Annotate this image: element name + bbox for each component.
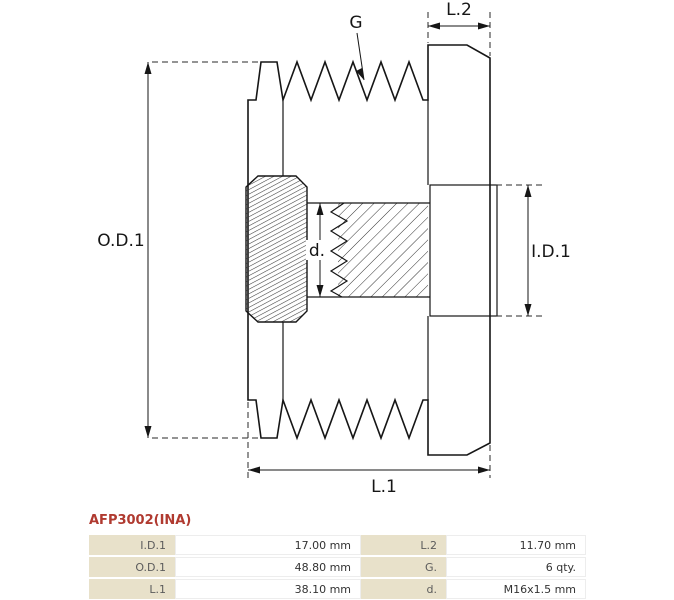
thread-hatch (338, 203, 428, 297)
spec-key: d. (361, 579, 446, 599)
spec-value: 48.80 mm (175, 557, 361, 577)
thread-profile-zigzag (329, 202, 349, 298)
spec-key: I.D.1 (89, 535, 175, 555)
arrowhead (144, 62, 152, 74)
product-code: AFP3002(INA) (89, 513, 192, 528)
dim-label-l2: L.2 (446, 0, 472, 20)
arrowhead (478, 466, 490, 474)
arrowhead (248, 466, 260, 474)
dim-label-g: G (349, 13, 362, 33)
arrowhead (524, 185, 532, 197)
arrowhead (478, 22, 490, 30)
spec-value: 17.00 mm (175, 535, 361, 555)
spec-value: 6 qty. (446, 557, 586, 577)
spec-key: L.2 (361, 535, 446, 555)
spec-value: M16x1.5 mm (446, 579, 586, 599)
spec-key: L.1 (89, 579, 175, 599)
hub-knurled-block (245, 175, 308, 323)
spec-value: 11.70 mm (446, 535, 586, 555)
arrowhead (316, 203, 324, 215)
bore-rect (429, 184, 498, 317)
arrowhead (428, 22, 440, 30)
spec-value: 38.10 mm (175, 579, 361, 599)
arrowhead (356, 68, 364, 80)
spec-key: G. (361, 557, 446, 577)
pulley-technical-drawing: O.D.1 L.2 G I.D.1 d. L.1 (97, 0, 571, 497)
dim-label-d: d. (309, 241, 325, 261)
arrowhead (144, 426, 152, 438)
arrowhead (524, 304, 532, 316)
label-mask (306, 240, 330, 260)
g-leader-line (356, 32, 365, 81)
pulley-outline (247, 44, 491, 456)
dim-label-l1: L.1 (371, 477, 397, 497)
dim-label-id1: I.D.1 (531, 242, 571, 262)
dim-label-od1: O.D.1 (97, 231, 144, 251)
arrowhead (316, 285, 324, 297)
spec-table: I.D.1 17.00 mm L.2 11.70 mm O.D.1 48.80 … (89, 535, 586, 599)
spec-key: O.D.1 (89, 557, 175, 577)
